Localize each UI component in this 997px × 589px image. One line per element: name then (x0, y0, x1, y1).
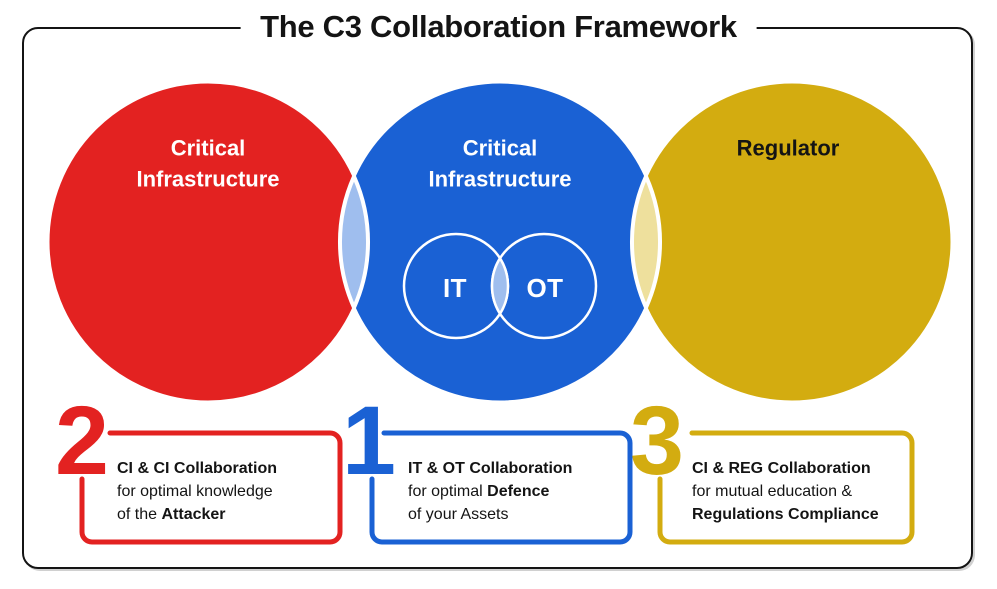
box-2-line-1: CI & CI Collaboration (117, 457, 277, 480)
box-1-line-1: IT & OT Collaboration (408, 457, 572, 480)
box-3-line-1: CI & REG Collaboration (692, 457, 879, 480)
box-2-line-2: for optimal knowledge (117, 480, 277, 503)
box-1-line-2-bold: Defence (487, 483, 550, 500)
box-1-line-3: of your Assets (408, 503, 572, 526)
box-1-line-2-normal: for optimal (408, 483, 488, 500)
box-2-line-1-bold: CI & CI Collaboration (117, 460, 277, 477)
box-2-line-3-normal: of the (117, 506, 162, 523)
box-3-line-2-normal: for mutual education & (692, 483, 853, 500)
box-1-line-1-bold: IT & OT Collaboration (408, 460, 573, 477)
box-2-line-2-normal: for optimal knowledge (117, 483, 273, 500)
box-2-text: CI & CI Collaboration for optimal knowle… (117, 457, 277, 526)
box-3-line-1-bold: CI & REG Collaboration (692, 460, 871, 477)
box-3-text: CI & REG Collaboration for mutual educat… (692, 457, 879, 526)
box-1-text: IT & OT Collaboration for optimal Defenc… (408, 457, 572, 526)
box-3-line-3: Regulations Compliance (692, 503, 879, 526)
box-3-line-2: for mutual education & (692, 480, 879, 503)
box-1-line-2: for optimal Defence (408, 480, 572, 503)
box-2-line-3: of the Attacker (117, 503, 277, 526)
box-3-line-3-bold: Regulations Compliance (692, 506, 879, 523)
box-1-line-3-normal: of your Assets (408, 506, 509, 523)
box-2-line-3-bold: Attacker (161, 506, 226, 523)
diagram-title: The C3 Collaboration Framework (240, 9, 757, 45)
